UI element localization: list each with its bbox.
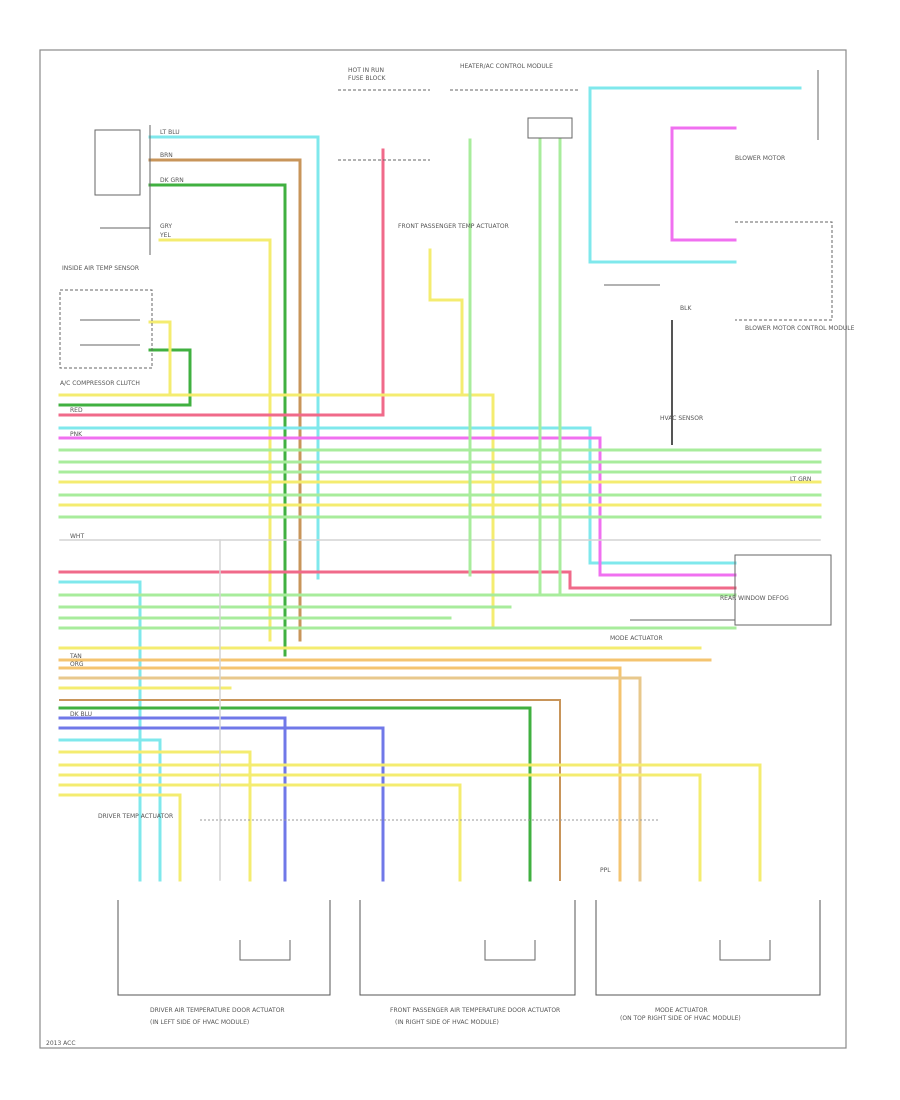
- passenger-panel-loc: (IN RIGHT SIDE OF HVAC MODULE): [395, 1019, 499, 1026]
- wire-dk-grn-l13: [58, 706, 532, 882]
- label-fuse-block: FUSE BLOCK: [348, 75, 387, 82]
- wire-dk-blu-l15: [58, 726, 385, 882]
- wire-yel-l20: [58, 783, 462, 882]
- wire-dk-blu-l14: [58, 716, 287, 882]
- passenger-panel-name: FRONT PASSENGER AIR TEMPERATURE DOOR ACT…: [390, 1007, 560, 1014]
- mode-panel-loc: (ON TOP RIGHT SIDE OF HVAC MODULE): [620, 1015, 741, 1022]
- wire-lt-blu-l2: [58, 580, 142, 882]
- wire-label-pnk: PNK: [70, 431, 83, 438]
- wire-yel-mid: [428, 248, 464, 397]
- wire-yel-l17: [58, 750, 252, 882]
- label-hvac-sensor: HVAC SENSOR: [660, 415, 703, 422]
- wire-label-yel: YEL: [159, 232, 171, 239]
- wire-label-blk: BLK: [680, 305, 692, 312]
- wire-pnk-blower: [670, 126, 737, 242]
- label-hot-in-run: HOT IN RUN: [348, 67, 384, 74]
- label-inside-air-sensor: INSIDE AIR TEMP SENSOR: [62, 265, 139, 272]
- wire-lt-blu-top: [148, 135, 320, 580]
- wire-yel-h1: [58, 393, 495, 627]
- wire-label-dk-grn: DK GRN: [160, 177, 184, 184]
- wire-label-tan: TAN: [69, 653, 82, 660]
- label-front-passenger-temp-actuator: FRONT PASSENGER TEMP ACTUATOR: [398, 223, 509, 230]
- wire-yel-l19: [58, 773, 702, 882]
- wire-red-fuse: [58, 148, 385, 417]
- label-blower-motor: BLOWER MOTOR: [735, 155, 785, 162]
- mode-actuator-bracket: [595, 900, 821, 996]
- label-ac-compressor: A/C COMPRESSOR CLUTCH: [60, 380, 140, 387]
- wire-lt-blu-right: [588, 86, 802, 264]
- driver-actuator-bracket: [117, 900, 331, 996]
- wire-tan-l10: [58, 676, 642, 882]
- wire-label-wht: WHT: [70, 533, 84, 540]
- label-hvac-module-top: HEATER/AC CONTROL MODULE: [460, 63, 553, 70]
- inside-air-sensor-box: [59, 289, 153, 369]
- wire-yel-l21: [58, 793, 182, 882]
- wire-label-red: RED: [70, 407, 83, 414]
- driver-panel-loc: (IN LEFT SIDE OF HVAC MODULE): [150, 1019, 249, 1026]
- wire-lt-blu-l16: [58, 738, 162, 882]
- wire-red-l1: [58, 570, 737, 590]
- wire-dk-grn-top: [148, 183, 287, 657]
- diagram-border: [39, 49, 847, 1049]
- wire-yel-top: [158, 238, 272, 642]
- wire-yel-left: [148, 320, 172, 397]
- label-mode-actuator: MODE ACTUATOR: [610, 635, 663, 642]
- component-outlines: [59, 70, 833, 996]
- passenger-actuator-bracket: [359, 900, 576, 996]
- wire-org-l9: [58, 666, 622, 882]
- wire-yel-l18: [58, 763, 762, 882]
- wire-brn-top: [148, 158, 302, 642]
- driver-panel-name: DRIVER AIR TEMPERATURE DOOR ACTUATOR: [150, 1007, 285, 1014]
- wire-label-dk-blu: DK BLU: [70, 711, 92, 718]
- wire-label-org: ORG: [70, 661, 84, 668]
- label-rear-window-defog: REAR WINDOW DEFOG: [720, 595, 789, 602]
- wire-layer: [58, 86, 822, 882]
- diagram-id: 2013 ACC: [46, 1040, 76, 1047]
- wire-label-brn: BRN: [160, 152, 173, 159]
- wire-label-ppl: PPL: [600, 867, 611, 874]
- mode-panel-name: MODE ACTUATOR: [655, 1007, 708, 1014]
- wire-label-lt-blu: LT BLU: [160, 129, 180, 136]
- wire-label-lt-grn: LT GRN: [790, 476, 811, 483]
- label-layer: HOT IN RUN FUSE BLOCK HEATER/AC CONTROL …: [60, 63, 855, 1026]
- wire-label-gry: GRY: [160, 223, 172, 230]
- label-driver-temp-actuator: DRIVER TEMP ACTUATOR: [98, 813, 173, 820]
- label-blower-motor-control: BLOWER MOTOR CONTROL MODULE: [745, 325, 855, 332]
